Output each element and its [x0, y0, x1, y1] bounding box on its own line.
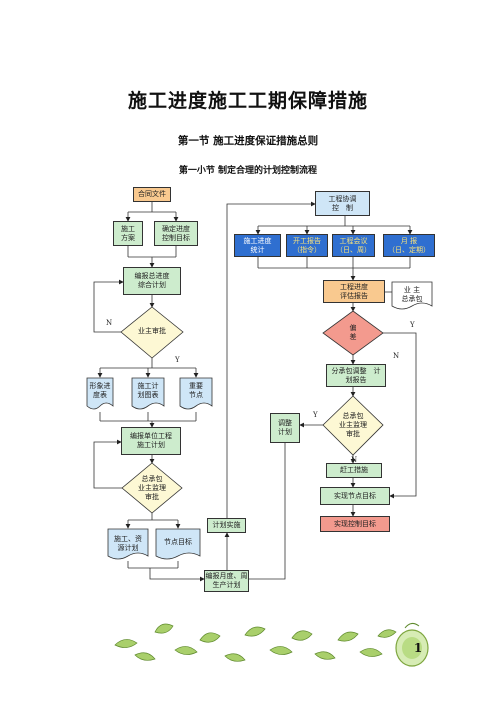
construction-plan-box: 施工 方案	[113, 221, 143, 246]
n-label: N	[106, 319, 113, 327]
leaf-decoration	[114, 623, 397, 662]
plan-execution-box: 计划实施	[207, 518, 246, 533]
node-targets-label: 节点目标	[164, 538, 192, 546]
supervision-approval-label: 总承包 业主监理 审批	[339, 412, 367, 438]
labor-plan-shape	[107, 528, 149, 560]
subsection-heading: 第一小节 制定合理的计划控制流程	[178, 166, 318, 176]
coordination-control-box: 工程协调 控 制	[315, 191, 370, 216]
master-schedule-box: 编报总进度 综合计划	[123, 267, 181, 295]
catch-up-box: 赶工措施	[326, 463, 382, 478]
achieve-control-box: 实现控制目标	[320, 516, 390, 532]
y-label: Y	[175, 356, 180, 364]
contractor-approval-diamond	[121, 462, 183, 514]
n-label: N	[393, 352, 400, 360]
y-label: Y	[410, 321, 415, 329]
image-schedule-label: 形象进 度表	[89, 382, 111, 399]
key-nodes-shape	[179, 377, 213, 410]
reports-box: 月 报 （日、定期）	[383, 234, 435, 257]
meetings-box: 工程会议 （日、周）	[332, 234, 375, 257]
owner-contractor-shape	[391, 281, 433, 310]
construction-chart-shape	[131, 377, 165, 410]
work-reports-box: 开工报告 （指令）	[286, 234, 328, 257]
sub-adjust-box: 分承包调整 计 划报告	[326, 364, 386, 387]
achieve-node-box: 实现节点目标	[320, 487, 390, 505]
unit-schedule-box: 编报单位工程 施工计划	[121, 427, 181, 455]
construction-chart-label: 施工计 划图表	[137, 382, 159, 399]
progress-target-box: 确定进度 控制目标	[154, 221, 198, 246]
y-label: Y	[313, 411, 318, 419]
owner-approval-diamond	[120, 306, 184, 359]
page-number: 1	[413, 641, 423, 655]
owner-approval-label: 业主审批	[138, 327, 166, 335]
owner-contractor-label: 业 主 总承包	[401, 286, 423, 303]
monthly-weekly-plan-box: 编报月度、周 生产计划	[204, 570, 249, 592]
deviation-label: 偏 差	[349, 324, 357, 341]
contract-docs-box: 合同文件	[133, 187, 171, 202]
labor-plan-label: 施工、资 源计划	[114, 535, 142, 552]
key-nodes-label: 重要 节点	[189, 382, 203, 399]
image-schedule-shape	[86, 377, 114, 410]
page-badge-icon	[395, 622, 429, 667]
section-heading: 第一节 施工进度保证措施总则	[177, 135, 319, 147]
supervision-approval-diamond	[322, 395, 384, 456]
contractor-approval-label: 总承包 业主监理 审批	[138, 475, 166, 501]
document-title: 施工进度施工工期保障措施	[127, 90, 368, 112]
deviation-diamond	[322, 310, 384, 356]
n-label: N	[351, 456, 358, 464]
evaluation-report-box: 工程进度 评估报告	[323, 280, 385, 303]
adjust-plan-box: 调整 计划	[270, 413, 300, 443]
progress-stats-box: 施工进度 统计	[234, 234, 281, 257]
node-targets-shape	[155, 528, 201, 560]
